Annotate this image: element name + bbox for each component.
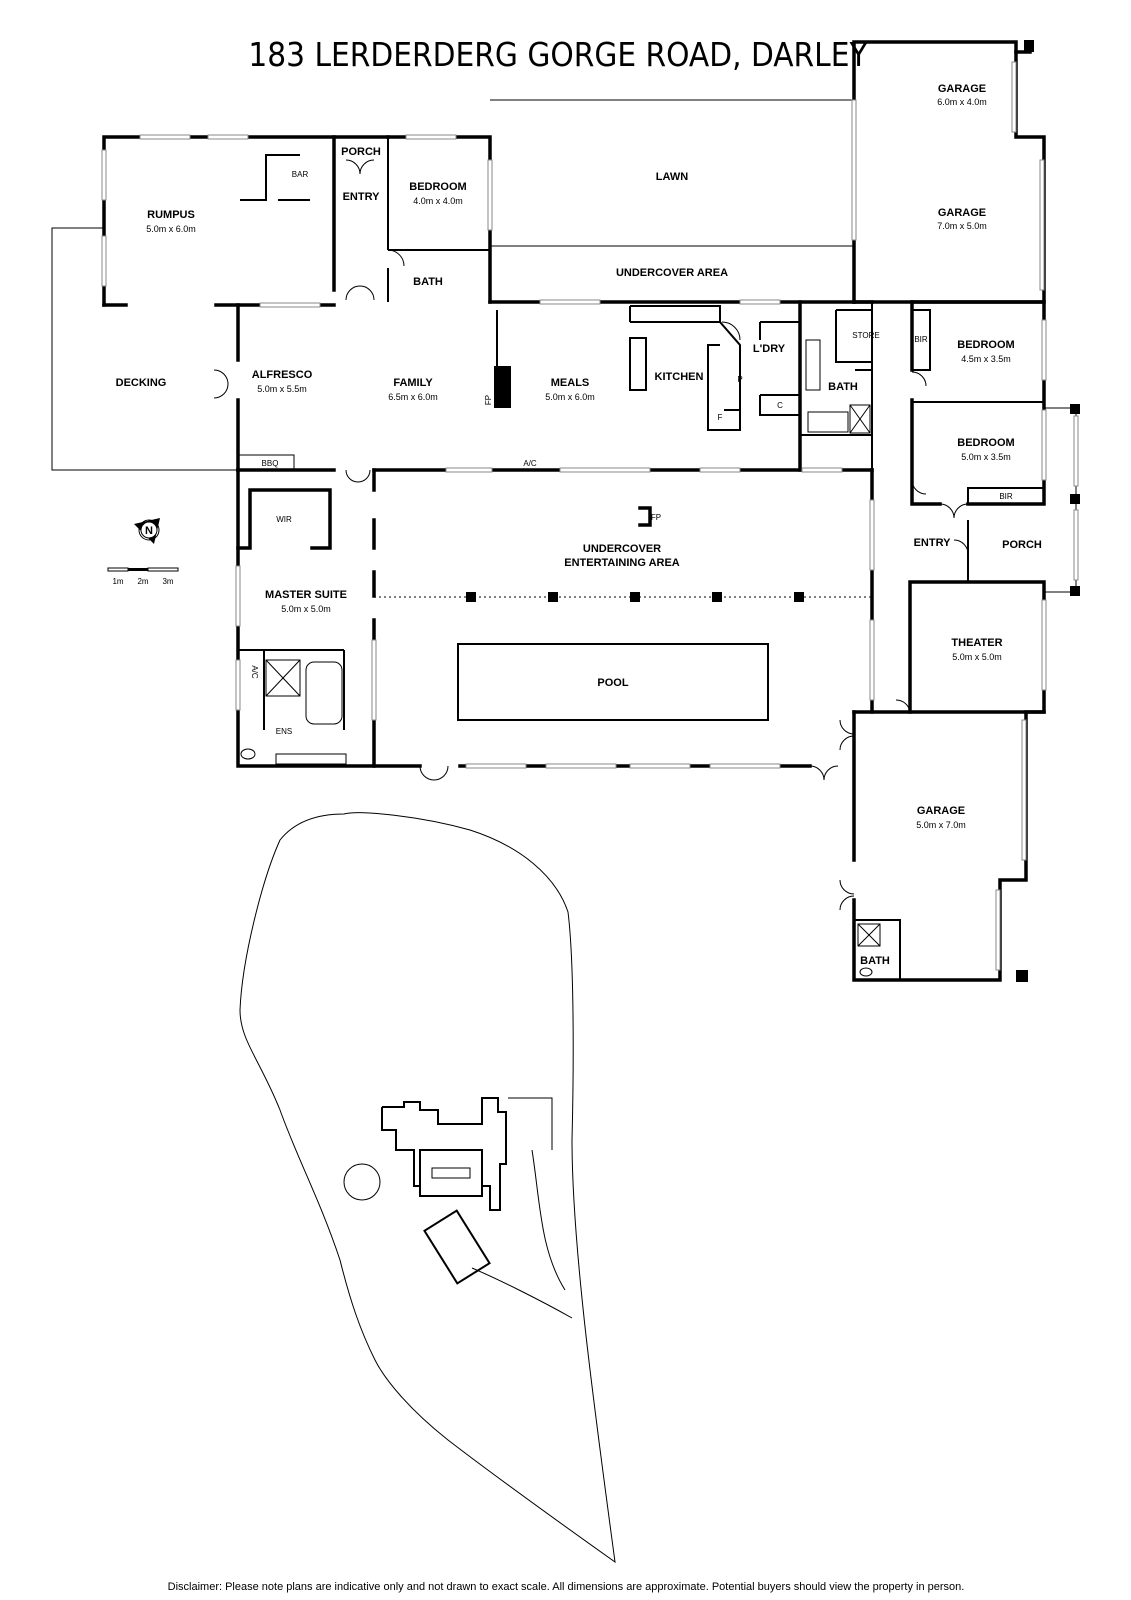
room-lawn: LAWN bbox=[656, 171, 688, 183]
room-bedroom-1: BEDROOM bbox=[409, 181, 466, 193]
fixture-ac-master: A/C bbox=[250, 665, 259, 679]
fixture-cupboard: C bbox=[777, 401, 783, 410]
room-entertaining-2: ENTERTAINING AREA bbox=[564, 557, 680, 569]
room-bedroom-3-dim: 5.0m x 3.5m bbox=[961, 452, 1011, 462]
door-swings bbox=[213, 159, 969, 911]
walls-garage-south bbox=[852, 710, 1046, 982]
outdoor-outlines bbox=[51, 99, 855, 471]
walls-north-west bbox=[101, 134, 856, 308]
room-theater: THEATER bbox=[951, 637, 1002, 649]
room-wir: WIR bbox=[276, 515, 292, 524]
fixture-bir-2: BIR bbox=[999, 492, 1013, 501]
room-decking: DECKING bbox=[116, 377, 167, 389]
page-title: 183 LERDERDERG GORGE ROAD, DARLEY bbox=[248, 35, 868, 74]
room-alfresco-dim: 5.0m x 5.5m bbox=[257, 384, 307, 394]
room-ens: ENS bbox=[276, 727, 292, 736]
room-entry-side: ENTRY bbox=[914, 537, 952, 549]
scale-label-1: 1m bbox=[112, 577, 123, 586]
room-bath-1: BATH bbox=[413, 276, 443, 288]
room-garage-top-dim: 6.0m x 4.0m bbox=[937, 97, 987, 107]
room-master-dim: 5.0m x 5.0m bbox=[281, 604, 331, 614]
room-meals-dim: 5.0m x 6.0m bbox=[545, 392, 595, 402]
room-pool: POOL bbox=[597, 677, 628, 689]
room-family: FAMILY bbox=[393, 377, 433, 389]
pool-outline bbox=[457, 643, 769, 721]
scale-bar: 1m 2m 3m bbox=[107, 567, 179, 586]
walls-garage-north bbox=[851, 40, 1046, 304]
room-entertaining-1: UNDERCOVER bbox=[583, 543, 661, 555]
scale-label-3: 3m bbox=[162, 577, 173, 586]
room-bedroom-2: BEDROOM bbox=[957, 339, 1014, 351]
room-porch-side: PORCH bbox=[1002, 539, 1042, 551]
fixture-ac-top: A/C bbox=[523, 459, 537, 468]
room-garage-mid: GARAGE bbox=[938, 207, 986, 219]
room-alfresco: ALFRESCO bbox=[252, 369, 313, 381]
walls-living bbox=[236, 299, 874, 473]
compass: N bbox=[134, 518, 160, 544]
room-bar: BAR bbox=[292, 170, 309, 179]
room-rumpus-dim: 5.0m x 6.0m bbox=[146, 224, 196, 234]
fixture-labels: BBQ A/C A/C BIR BIR FP FP P F C bbox=[250, 335, 1013, 679]
fixture-fp-2: FP bbox=[651, 513, 661, 522]
room-bedroom-1-dim: 4.0m x 4.0m bbox=[413, 196, 463, 206]
room-family-dim: 6.5m x 6.0m bbox=[388, 392, 438, 402]
room-store: STORE bbox=[852, 331, 879, 340]
room-entry-front: ENTRY bbox=[343, 191, 381, 203]
fixture-bbq: BBQ bbox=[262, 459, 279, 468]
site-plan bbox=[239, 812, 616, 1564]
room-garage-mid-dim: 7.0m x 5.0m bbox=[937, 221, 987, 231]
fixture-pantry: P bbox=[737, 375, 742, 384]
room-master: MASTER SUITE bbox=[265, 589, 347, 601]
room-bath-3: BATH bbox=[860, 955, 890, 967]
walls-east-bedrooms bbox=[910, 300, 1080, 596]
room-porch-front: PORCH bbox=[341, 146, 381, 158]
room-meals: MEALS bbox=[551, 377, 590, 389]
room-undercover: UNDERCOVER AREA bbox=[616, 267, 728, 279]
room-kitchen: KITCHEN bbox=[655, 371, 704, 383]
room-bedroom-2-dim: 4.5m x 3.5m bbox=[961, 354, 1011, 364]
room-rumpus: RUMPUS bbox=[147, 209, 195, 221]
room-theater-dim: 5.0m x 5.0m bbox=[952, 652, 1002, 662]
room-bedroom-3: BEDROOM bbox=[957, 437, 1014, 449]
fixture-bir-1: BIR bbox=[914, 335, 928, 344]
entertaining-area bbox=[372, 468, 875, 769]
compass-north: N bbox=[145, 525, 153, 537]
room-bath-2: BATH bbox=[828, 381, 858, 393]
disclaimer: Disclaimer: Please note plans are indica… bbox=[168, 1581, 965, 1593]
fixture-fridge: F bbox=[718, 413, 723, 422]
room-garage-bottom: GARAGE bbox=[917, 805, 965, 817]
room-laundry: L'DRY bbox=[753, 343, 786, 355]
room-garage-bottom-dim: 5.0m x 7.0m bbox=[916, 820, 966, 830]
walls-master bbox=[235, 468, 377, 768]
scale-label-2: 2m bbox=[137, 577, 148, 586]
room-labels: RUMPUS 5.0m x 6.0m BAR PORCH ENTRY BEDRO… bbox=[116, 83, 1042, 967]
room-garage-top: GARAGE bbox=[938, 83, 986, 95]
fixture-fp-1: FP bbox=[484, 395, 493, 405]
